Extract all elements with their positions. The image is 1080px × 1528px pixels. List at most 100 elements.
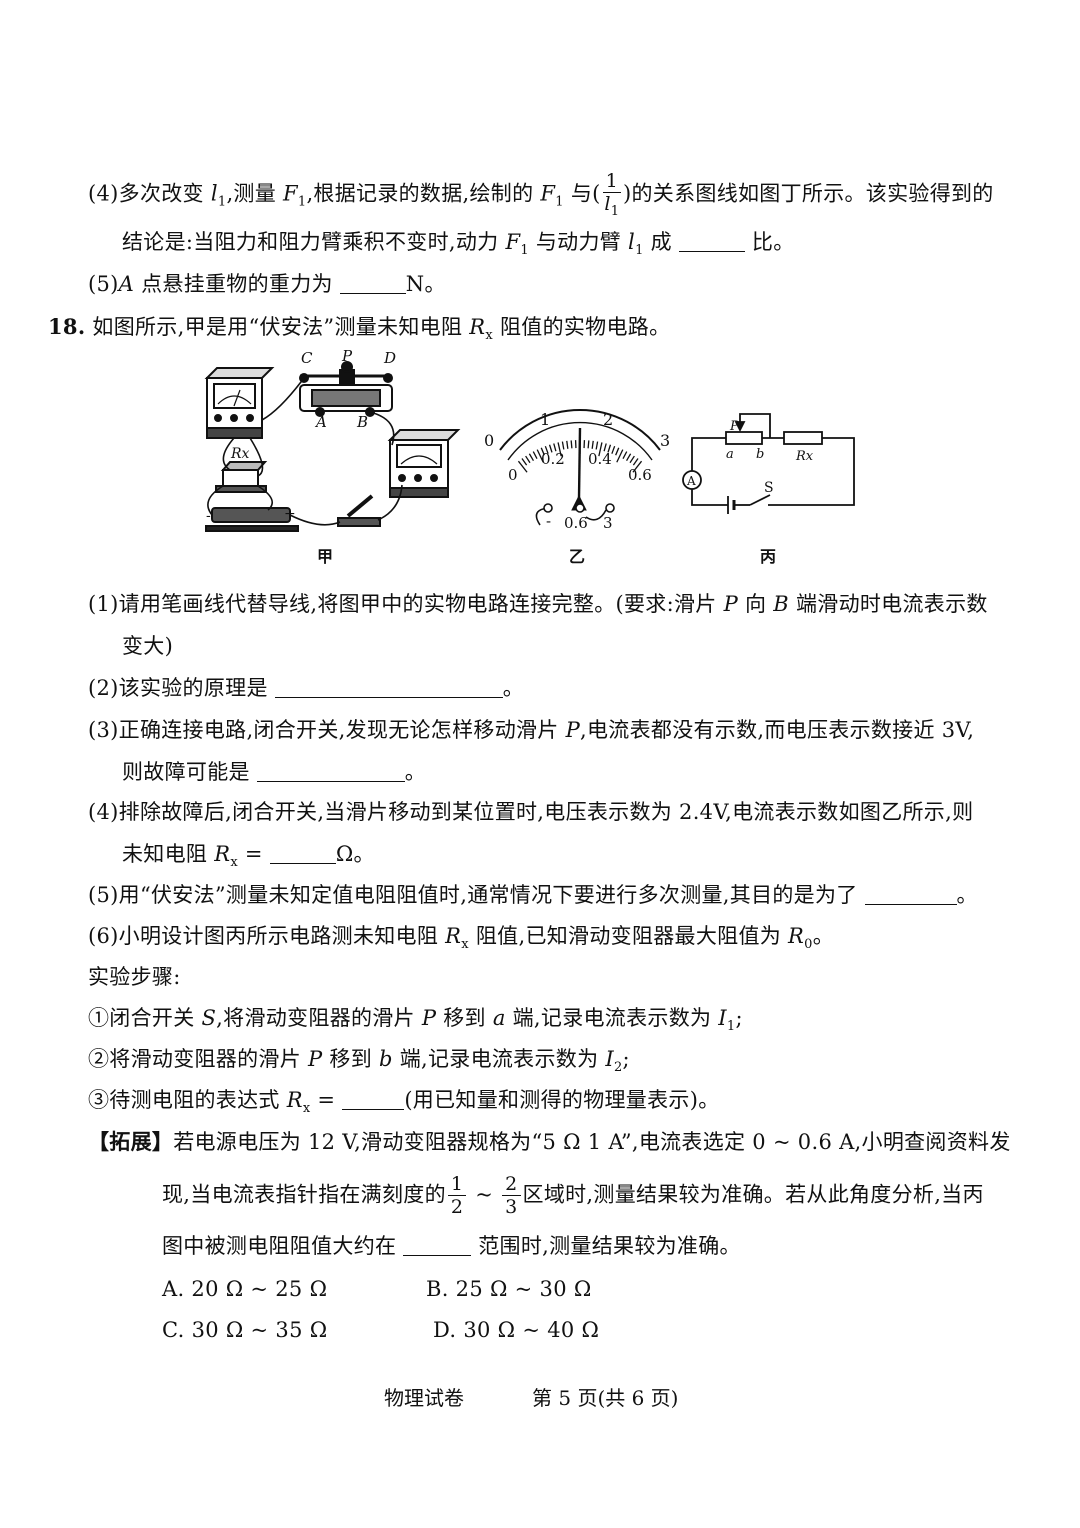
- dial-top-2: 2: [603, 410, 613, 429]
- dial-tick: [557, 442, 562, 457]
- q18-part3-line2: 则故障可能是 。: [122, 760, 427, 784]
- label-P: P: [341, 350, 353, 365]
- dial-tick: [591, 440, 594, 449]
- dial-tick: [622, 451, 628, 459]
- rheostat: [299, 361, 393, 417]
- terminal-0.6: 0.6: [564, 514, 588, 532]
- dial-top-0: 0: [484, 431, 494, 450]
- q18-part1-line1: (1)请用笔画线代替导线,将图甲中的实物电路连接完整。(要求:滑片 P 向 B …: [88, 592, 988, 616]
- dial-bottom-0: 0: [508, 466, 518, 484]
- dial-tick: [616, 449, 624, 463]
- schematic-label-rx: Rx: [795, 449, 814, 464]
- dial-tick: [570, 440, 573, 449]
- q18-part4-line2: 未知电阻 Rx = Ω。: [122, 842, 375, 871]
- figure-jia-physical-circuit: C P D A B Rx - +: [204, 350, 461, 532]
- circuit-figures: C P D A B Rx - +: [204, 350, 855, 566]
- terminal-3: 3: [603, 514, 613, 532]
- schematic-label-b: b: [756, 447, 764, 462]
- label-A: A: [314, 413, 327, 431]
- battery-plus: +: [284, 506, 296, 522]
- dial-tick: [532, 451, 538, 459]
- dial-tick: [598, 442, 603, 457]
- answer-blank[interactable]: [269, 843, 336, 864]
- dial-tick: [561, 441, 565, 450]
- q17-part4-line2: 结论是:当阻力和阻力臂乘积不变时,动力 F1 与动力臂 l1 成 比。: [122, 230, 795, 259]
- q18-part3-line1: (3)正确连接电路,闭合开关,发现无论怎样移动滑片 P,电流表都没有示数,而电压…: [88, 718, 975, 742]
- dial-tick: [632, 460, 643, 473]
- label-C: C: [301, 350, 313, 367]
- schematic-switch-S: S: [764, 480, 774, 496]
- label-rx: Rx: [230, 446, 250, 462]
- step-1: ①闭合开关 S,将滑动变阻器的滑片 P 移到 a 端,记录电流表示数为 I1;: [88, 1006, 743, 1035]
- label-B: B: [356, 413, 368, 431]
- figure-bing-schematic: [682, 413, 855, 514]
- option-c[interactable]: C. 30 Ω ~ 35 Ω: [162, 1318, 328, 1342]
- q18-part6: (6)小明设计图丙所示电路测未知电阻 Rx 阻值,已知滑动变阻器最大阻值为 R0…: [88, 924, 835, 953]
- dial-bottom-0.4: 0.4: [588, 450, 612, 468]
- dial-tick: [540, 447, 545, 456]
- dial-top-3: 3: [660, 431, 670, 450]
- switch: [337, 494, 381, 527]
- dial-tick: [536, 449, 544, 463]
- resistor-rx: [215, 461, 268, 493]
- caption-bing: 丙: [760, 547, 776, 566]
- q18-part1-line2: 变大): [122, 634, 174, 658]
- dial-tick: [553, 443, 557, 452]
- dial-tick: [629, 455, 635, 464]
- schematic-ammeter-A: A: [686, 474, 696, 488]
- extension-line3: 图中被测电阻阻值大约在 范围时,测量结果较为准确。: [162, 1234, 741, 1258]
- dial-tick: [548, 444, 553, 453]
- schematic-label-P: P: [729, 419, 739, 434]
- schematic-label-a: a: [726, 447, 734, 462]
- dial-tick: [587, 440, 590, 449]
- answer-blank[interactable]: [274, 677, 503, 698]
- answer-blank[interactable]: [342, 1089, 405, 1110]
- dial-tick: [603, 443, 607, 452]
- dial-top-1: 1: [540, 410, 550, 429]
- figure-yi-ammeter-dial: [499, 409, 661, 526]
- option-b[interactable]: B. 25 Ω ~ 30 Ω: [426, 1277, 592, 1301]
- answer-blank[interactable]: [678, 231, 745, 252]
- dial-tick: [611, 445, 616, 454]
- dial-tick: [632, 458, 639, 466]
- dial-tick: [595, 441, 599, 450]
- q18-part2: (2)该实验的原理是 。: [88, 676, 525, 700]
- battery-minus: -: [206, 508, 211, 524]
- option-a[interactable]: A. 20 Ω ~ 25 Ω: [162, 1277, 328, 1301]
- step-3: ③待测电阻的表达式 Rx = (用已知量和测得的物理量表示)。: [88, 1088, 720, 1117]
- caption-yi: 乙: [569, 547, 585, 566]
- q18-part4-line1: (4)排除故障后,闭合开关,当滑片移动到某位置时,电压表示数为 2.4V,电流表…: [88, 800, 974, 824]
- dial-tick: [544, 445, 549, 454]
- dial-tick: [528, 453, 535, 461]
- dial-tick: [566, 440, 569, 449]
- footer-subject: 物理试卷: [384, 1386, 464, 1410]
- extension-line1: 【拓展】若电源电压为 12 V,滑动变阻器规格为“5 Ω 1 A”,电流表选定 …: [88, 1129, 1011, 1154]
- dial-tick: [607, 444, 612, 453]
- dial-tick: [525, 455, 531, 464]
- dial-tick: [615, 447, 620, 456]
- answer-blank[interactable]: [864, 884, 957, 905]
- answer-blank[interactable]: [256, 761, 405, 782]
- footer-page: 第 5 页(共 6 页): [532, 1386, 679, 1410]
- terminal-minus: -: [546, 512, 551, 530]
- label-D: D: [383, 350, 396, 367]
- dial-bottom-0.6: 0.6: [628, 466, 652, 484]
- voltmeter: [204, 367, 275, 439]
- caption-jia: 甲: [317, 547, 333, 566]
- answer-blank[interactable]: [403, 1235, 472, 1256]
- dial-bottom-0.2: 0.2: [541, 450, 565, 468]
- steps-title: 实验步骤:: [88, 965, 181, 989]
- q18-intro: 18. 如图所示,甲是用“伏安法”测量未知电阻 Rx 阻值的实物电路。: [48, 314, 671, 344]
- dial-tick: [517, 460, 528, 473]
- dial-tick: [521, 458, 528, 466]
- q18-part5: (5)用“伏安法”测量未知定值电阻阻值时,通常情况下要进行多次测量,其目的是为了…: [88, 883, 978, 907]
- option-d[interactable]: D. 30 Ω ~ 40 Ω: [433, 1318, 600, 1342]
- ammeter: [387, 429, 461, 498]
- step-2: ②将滑动变阻器的滑片 P 移到 b 端,记录电流表示数为 I2;: [88, 1047, 630, 1076]
- answer-blank[interactable]: [339, 273, 406, 294]
